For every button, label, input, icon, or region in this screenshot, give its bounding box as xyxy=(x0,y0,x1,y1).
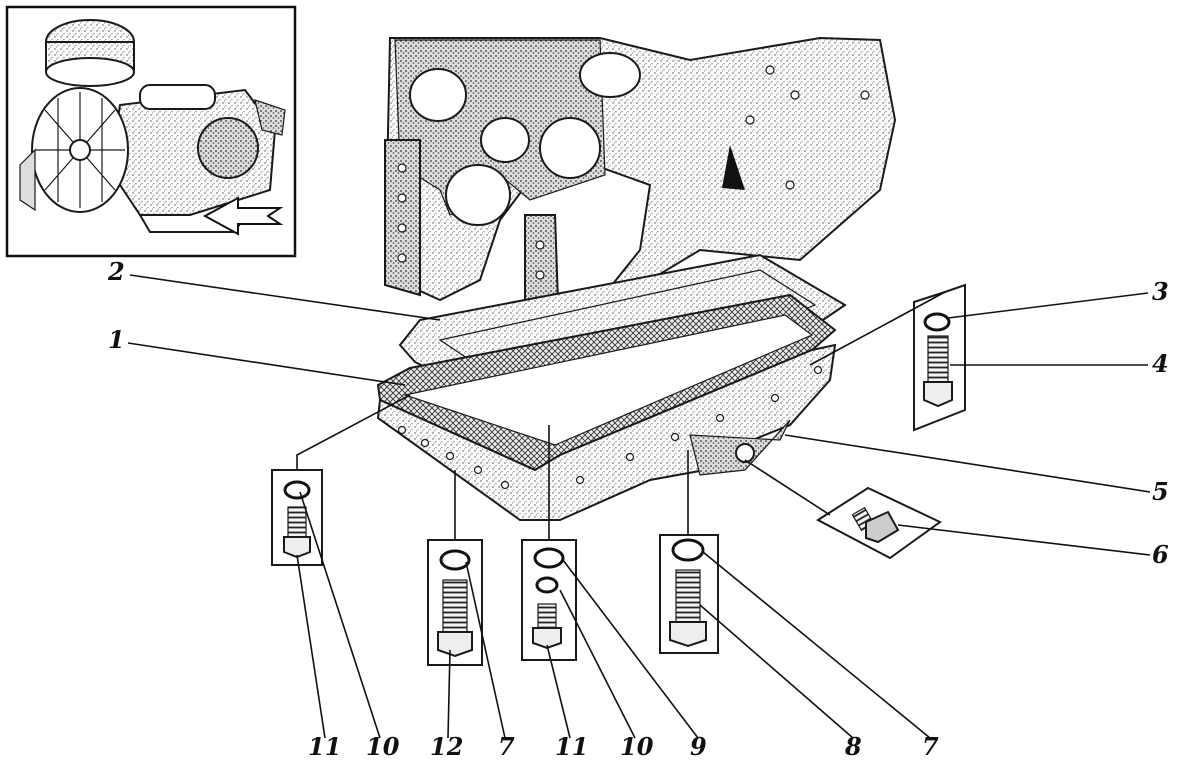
callout-10-left: 10 xyxy=(366,732,400,761)
washer-part-10-left xyxy=(283,480,311,500)
callout-4: 4 xyxy=(1152,349,1169,378)
callout-numbers: 2 1 3 4 5 6 11 10 12 7 11 10 9 8 7 xyxy=(107,257,1169,761)
callout-8: 8 xyxy=(844,732,862,761)
callout-9: 9 xyxy=(690,732,707,761)
block-bore-right xyxy=(539,117,601,179)
callout-11-left: 11 xyxy=(308,732,341,761)
bolt-part-4 xyxy=(927,335,949,383)
callout-3: 3 xyxy=(1152,277,1169,306)
bolt-part-8 xyxy=(675,569,701,623)
washer-part-7-right xyxy=(671,538,705,562)
fastener-box-10-11-left xyxy=(271,469,323,566)
callout-12: 12 xyxy=(430,732,463,761)
drain-plug-boss xyxy=(735,443,755,463)
callout-7-right: 7 xyxy=(922,732,939,761)
fastener-box-3-4 xyxy=(913,283,966,432)
callout-2: 2 xyxy=(107,257,125,286)
callout-1: 1 xyxy=(108,325,125,354)
oil-pan-part-5 xyxy=(376,343,837,521)
fastener-box-9-10-11 xyxy=(521,539,577,661)
washer-part-9 xyxy=(533,547,565,569)
callout-7-left: 7 xyxy=(498,732,515,761)
callout-5: 5 xyxy=(1152,477,1169,506)
drain-plug-box-6 xyxy=(816,486,942,560)
fastener-box-12-7 xyxy=(427,539,483,666)
block-bore-lower xyxy=(445,164,511,226)
block-bore-upper-left xyxy=(409,68,467,122)
drain-plug-part-6 xyxy=(851,506,900,544)
callout-11-right: 11 xyxy=(555,732,588,761)
block-bore-center xyxy=(480,117,530,163)
callout-6: 6 xyxy=(1152,540,1169,569)
callout-10-right: 10 xyxy=(620,732,654,761)
block-bore-upper-right xyxy=(579,52,641,98)
bolt-part-11-left xyxy=(287,506,307,538)
inset-engine-sketch xyxy=(19,19,286,233)
leader-lines xyxy=(127,274,1151,739)
washer-part-10-right xyxy=(535,576,559,594)
washer-part-3 xyxy=(923,312,951,332)
inset-pointer-arrow xyxy=(202,196,284,236)
washer-part-7-left xyxy=(439,549,471,571)
bolt-part-12 xyxy=(442,579,468,633)
fastener-box-8-7 xyxy=(659,534,719,654)
engine-overview-inset xyxy=(5,5,297,258)
bolt-part-11-right xyxy=(537,603,557,629)
